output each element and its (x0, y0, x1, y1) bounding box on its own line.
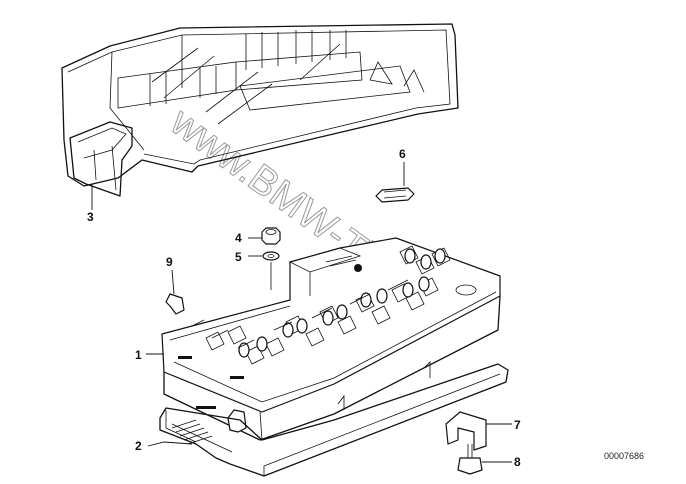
callout-4: 4 (235, 231, 242, 245)
part-3-cover (61, 23, 459, 197)
callout-9: 9 (166, 255, 173, 269)
document-number: 00007686 (604, 451, 644, 461)
leader-2 (147, 441, 193, 447)
part-7-bracket (445, 411, 512, 451)
callout-1: 1 (135, 348, 142, 362)
part-9-clip (165, 269, 185, 315)
part-1-fuse-box (161, 237, 501, 441)
part-6-fuse (375, 162, 415, 203)
callout-6: 6 (399, 147, 406, 161)
callout-7: 7 (514, 418, 521, 432)
callout-8: 8 (514, 455, 521, 469)
base-ribbing (171, 419, 213, 445)
part-2-base-plate (159, 361, 509, 477)
part-5-washer (248, 251, 280, 261)
callout-3: 3 (87, 210, 94, 224)
part-8-screw (457, 444, 512, 475)
callout-2: 2 (135, 439, 142, 453)
part-4-nut (248, 227, 281, 245)
fuse-holder-row (191, 245, 451, 365)
callout-5: 5 (235, 250, 242, 264)
